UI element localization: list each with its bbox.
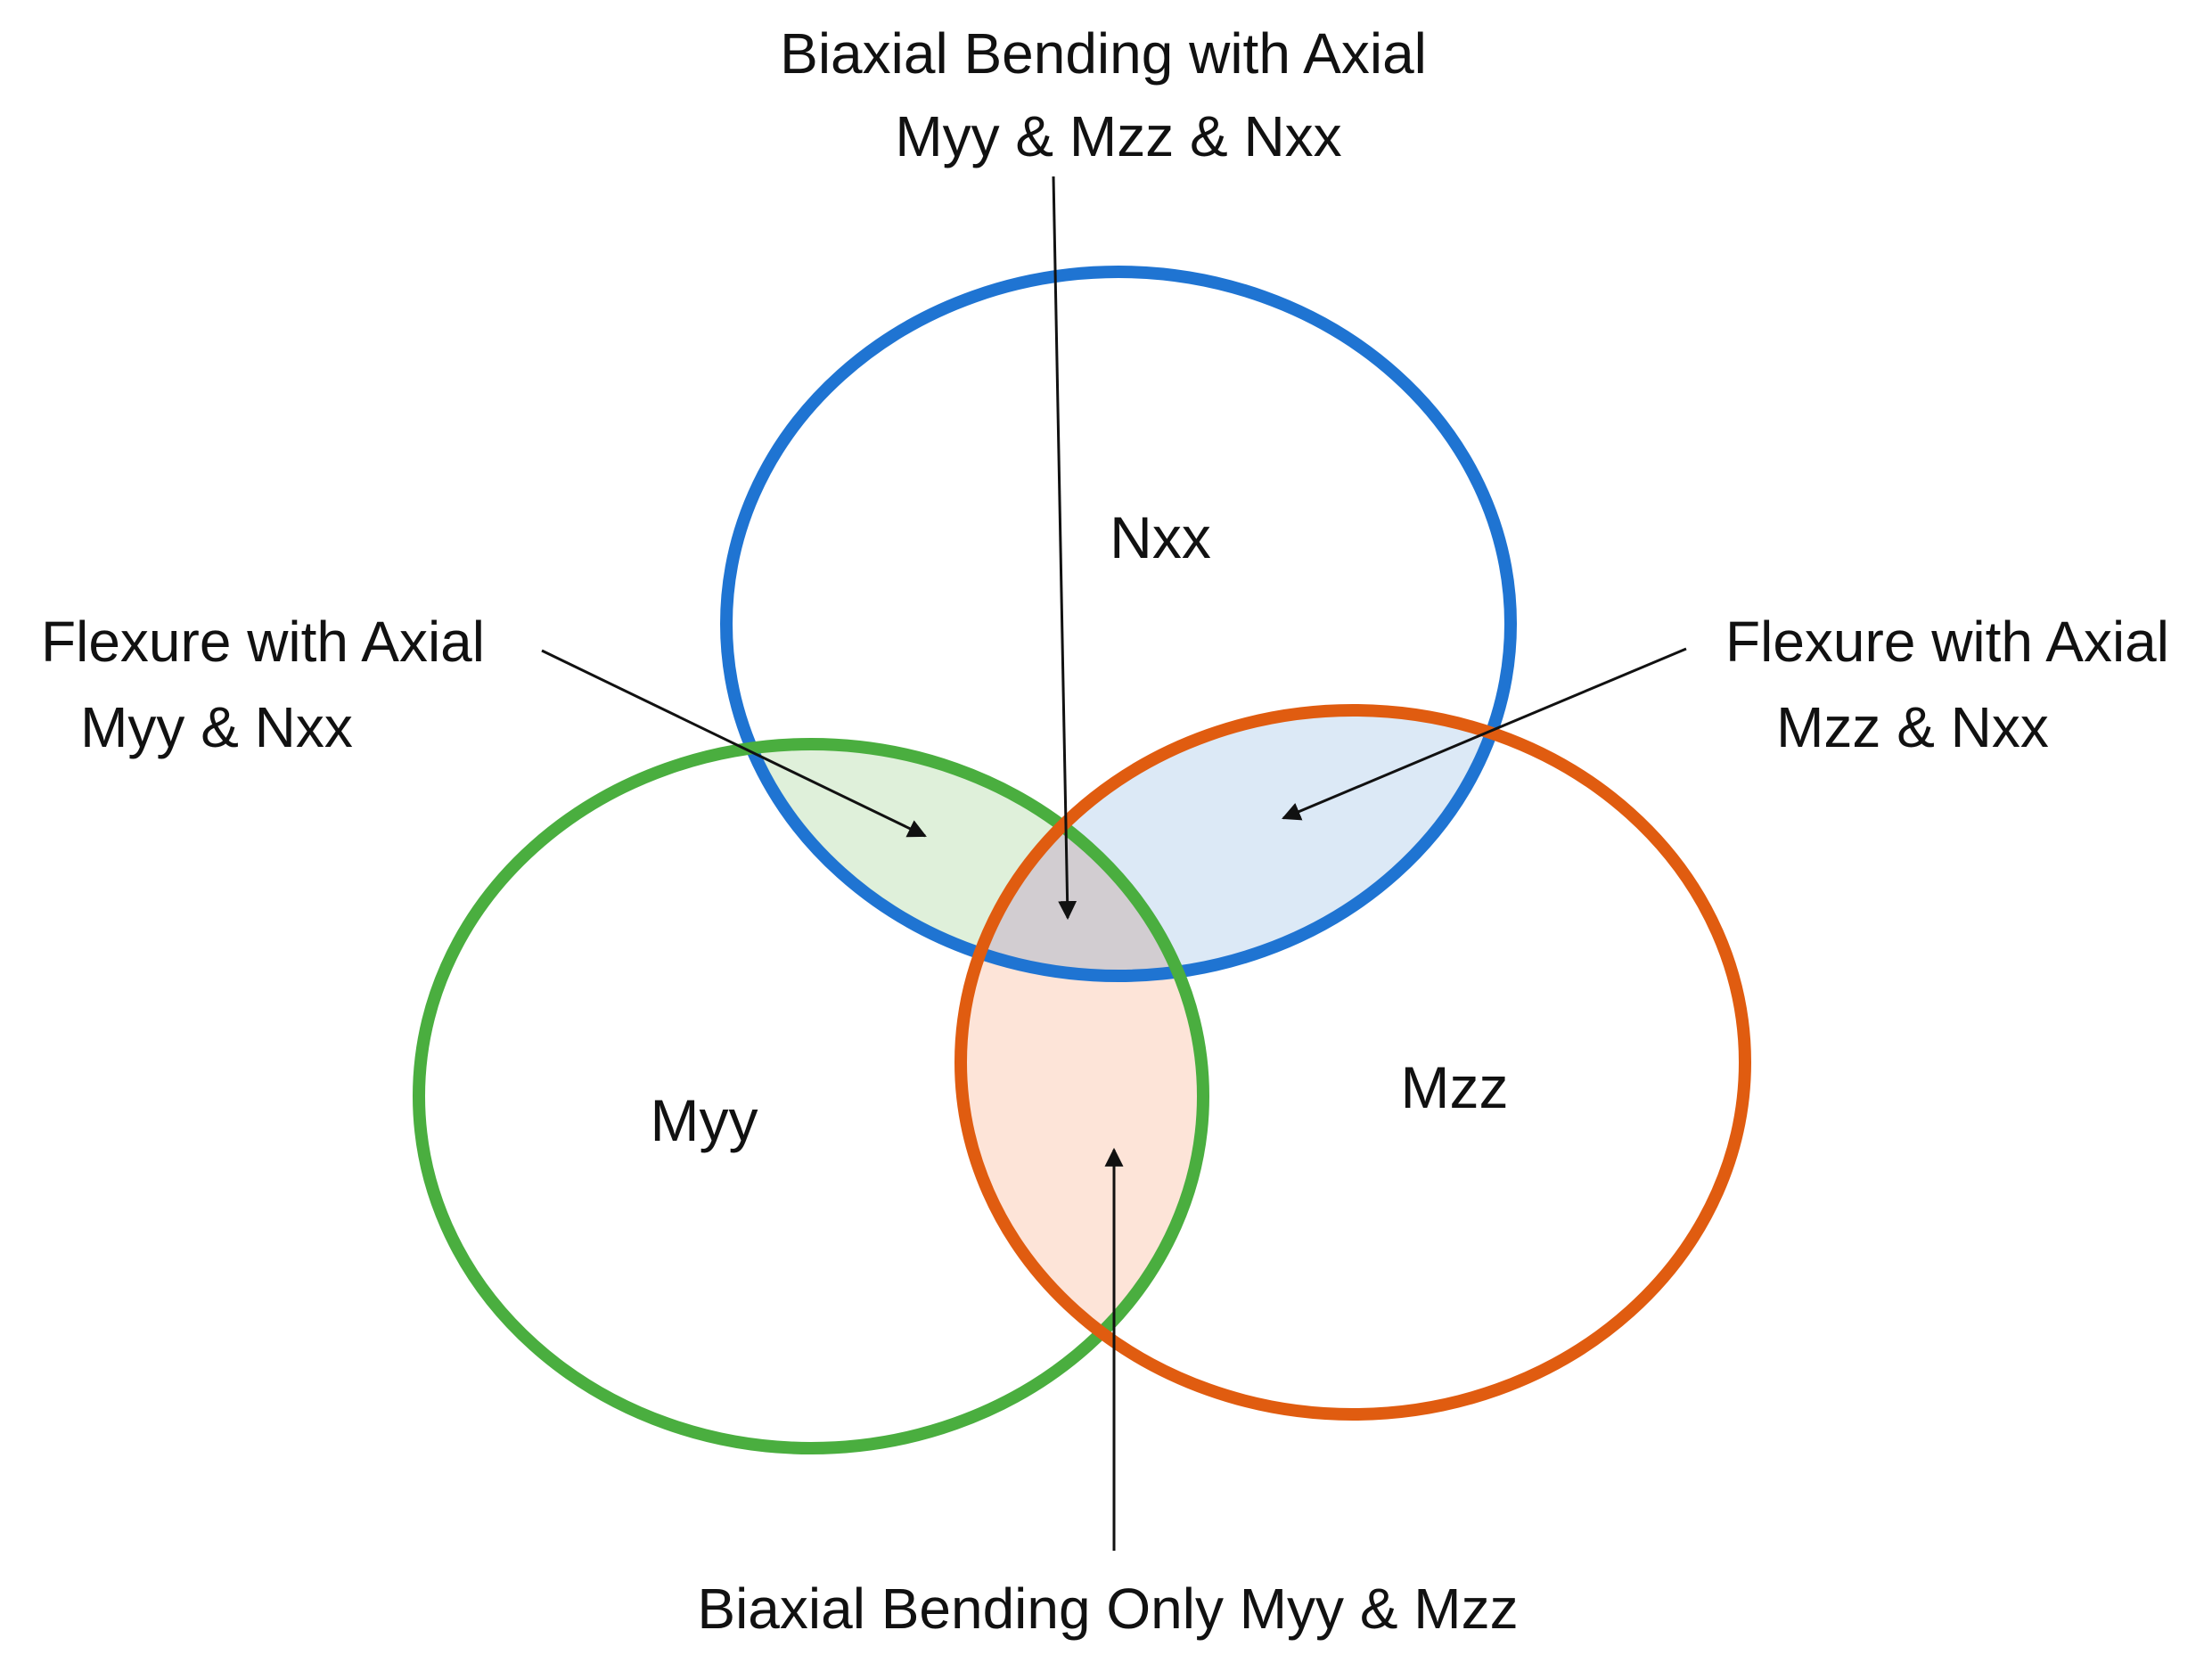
callout-top-line2: Myy & Mzz & Nxx (895, 104, 1341, 168)
nxx-label: Nxx (1110, 504, 1211, 570)
myy-label: Myy (651, 1087, 758, 1153)
myy-circle (413, 738, 1209, 1454)
nxx-circle (720, 266, 1517, 982)
callout-left-arrow (541, 649, 927, 838)
mzz-circle (954, 704, 1751, 1421)
callout-bottom-line1: Biaxial Bending Only Myy & Mzz (697, 1577, 1518, 1641)
region-mzz-nxx (961, 710, 1511, 976)
callout-left-line2: Myy & Nxx (80, 695, 353, 759)
mzz-label: Mzz (1401, 1054, 1509, 1120)
callout-right-arrow (1282, 647, 1687, 821)
callout-top-line1: Biaxial Bending with Axial (780, 21, 1427, 86)
callout-left-line1: Flexure with Axial (41, 610, 485, 674)
callout-right-line1: Flexure with Axial (1725, 610, 2169, 674)
callout-right-line2: Mzz & Nxx (1776, 695, 2049, 759)
callout-top-arrow (1052, 176, 1077, 921)
